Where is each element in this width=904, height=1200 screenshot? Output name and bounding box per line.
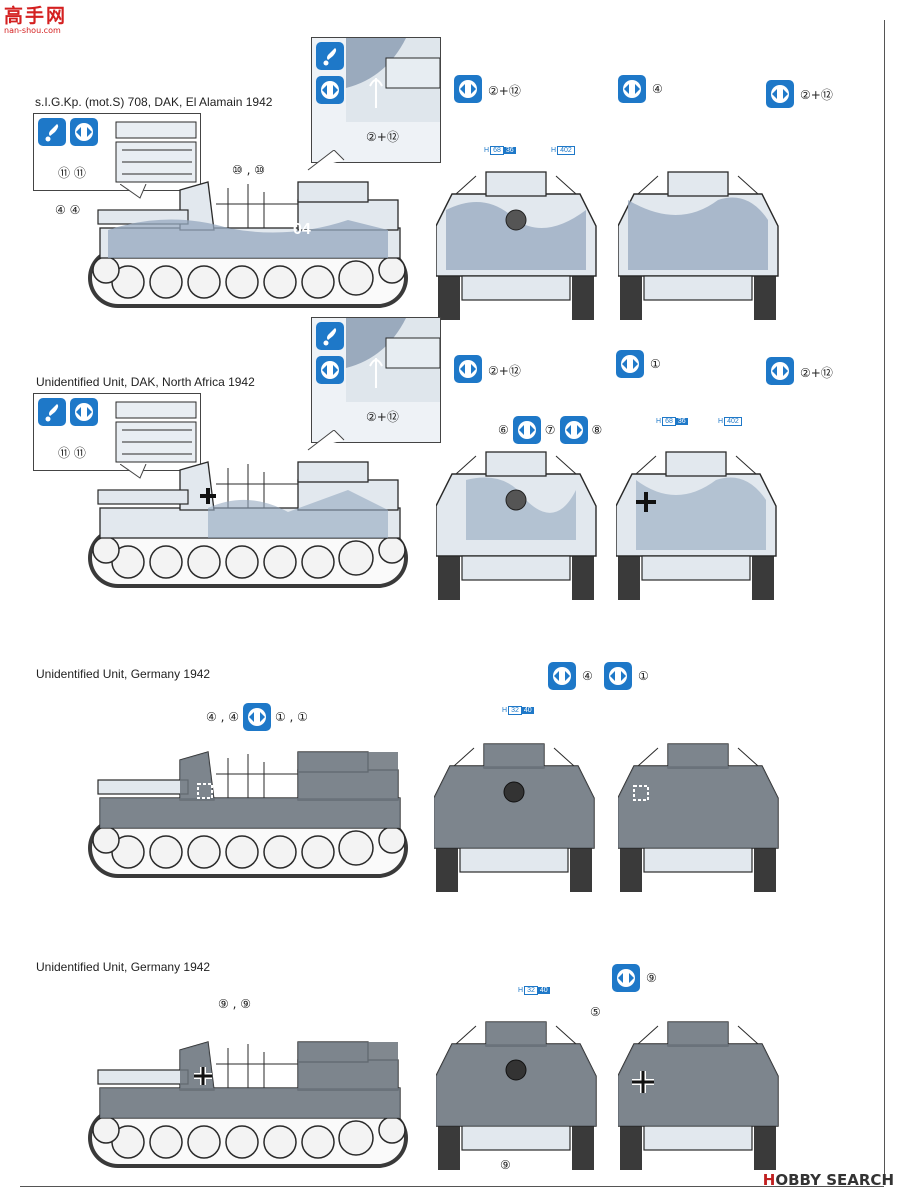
decal-arrows-icon: [612, 964, 640, 992]
section-2-inset-small-callout: ⑪ ⑪: [58, 446, 86, 460]
section-2-small-inset: ⑪ ⑪: [33, 393, 201, 471]
section-2-large-inset: ②+⑫: [311, 317, 441, 443]
section-2-front-view: [436, 451, 597, 600]
section-2-rear-callout-b: ②+⑫: [800, 366, 833, 380]
section-1-large-inset: ②+⑫: [311, 37, 441, 163]
site-watermark: 高手网 nan-shou.com: [4, 6, 70, 36]
decal-arrows-icon: [454, 355, 482, 383]
decal-arrows-icon: [604, 662, 632, 690]
decal-arrows-icon: [454, 75, 482, 103]
inset-vehicle-detail: [115, 401, 197, 463]
section-2-front-callout: ②+⑫: [488, 364, 521, 378]
section-3-rear-callout-a: ④: [582, 669, 593, 683]
inset-vehicle-closeup: [346, 38, 440, 122]
inset-vehicle-detail: [115, 121, 197, 183]
side-number: 04: [293, 221, 311, 238]
section-3-front-view: [434, 743, 595, 892]
callout-pointer: [307, 150, 345, 171]
section-4-side-callout: ⑨ , ⑨: [218, 997, 251, 1011]
decal-arrows-icon: [242, 703, 271, 731]
section-3-side-callout: ④ , ④ ① , ①: [206, 703, 308, 731]
section-1-inset-small-callout: ⑪ ⑪: [58, 166, 86, 180]
section-4-front-callout-b: ⑨: [500, 1158, 511, 1172]
section-3-title: Unidentified Unit, Germany 1942: [36, 667, 211, 681]
section-2-inset-large-callout: ②+⑫: [366, 410, 399, 424]
inset-icons: [316, 322, 344, 384]
section-1-front-view: [436, 171, 597, 320]
section-1-small-inset: ⑪ ⑪: [33, 113, 201, 191]
section-1-rear-callout-b: ②+⑫: [800, 88, 833, 102]
balkenkreuz-icon: [632, 1071, 654, 1093]
decal-arrows-icon: [766, 80, 794, 108]
hobbysearch-watermark: HOBBY SEARCH: [762, 1171, 894, 1189]
callout-pointer: [120, 464, 147, 479]
section-1-side-callout-b: ⑩ , ⑩: [232, 163, 265, 177]
section-4-front-view: [436, 1021, 597, 1170]
decal-arrows-icon: [548, 662, 576, 690]
decal-arrows-icon: [766, 357, 794, 385]
decal-arrows-icon: [616, 350, 644, 378]
section-4-rear-view: [618, 1021, 779, 1170]
section-3-rear-callout-b: ①: [638, 669, 649, 683]
section-1-rear-view: [618, 171, 779, 320]
section-1-title: s.I.G.Kp. (mot.S) 708, DAK, El Alamain 1…: [35, 95, 273, 109]
section-4-front-callout-a: ⑤: [590, 1005, 601, 1019]
callout-pointer: [307, 430, 345, 451]
section-3-rear-view: [618, 743, 779, 892]
section-1-inset-large-callout: ②+⑫: [366, 130, 399, 144]
section-4-side-view: [88, 1041, 409, 1169]
section-1-rear-callout-a: ④: [652, 82, 663, 96]
inset-icons: [38, 118, 98, 146]
inset-vehicle-closeup: [346, 318, 440, 402]
section-1-side-callout-a: ④ ④: [55, 203, 81, 217]
section-2-rear-view: [616, 451, 777, 600]
balkenkreuz-icon: [636, 492, 656, 512]
section-1-front-callout: ②+⑫: [488, 84, 521, 98]
section-2-title: Unidentified Unit, DAK, North Africa 194…: [36, 375, 255, 389]
section-2-front-callout-6: ⑥ ⑦ ⑧: [498, 416, 602, 444]
section-4-rear-callout: ⑨: [646, 971, 657, 985]
section-2-rear-callout-a: ①: [650, 357, 661, 371]
balkenkreuz-icon: [200, 488, 216, 504]
decal-arrows-icon: [618, 75, 646, 103]
inset-icons: [316, 42, 344, 104]
frame-right: [884, 20, 885, 1180]
watermark-logo: 高手网: [4, 5, 68, 27]
section-3-side-view: [88, 751, 409, 879]
balkenkreuz-icon: [194, 1067, 212, 1085]
inset-icons: [38, 398, 98, 426]
watermark-url: nan-shou.com: [4, 26, 61, 35]
callout-pointer: [120, 184, 147, 199]
section-1-side-view: 04: [88, 181, 409, 309]
section-1-front-icons: [454, 75, 484, 105]
section-4-title: Unidentified Unit, Germany 1942: [36, 960, 211, 974]
frame-bottom: [20, 1186, 884, 1187]
section-2-side-view: [88, 461, 409, 589]
